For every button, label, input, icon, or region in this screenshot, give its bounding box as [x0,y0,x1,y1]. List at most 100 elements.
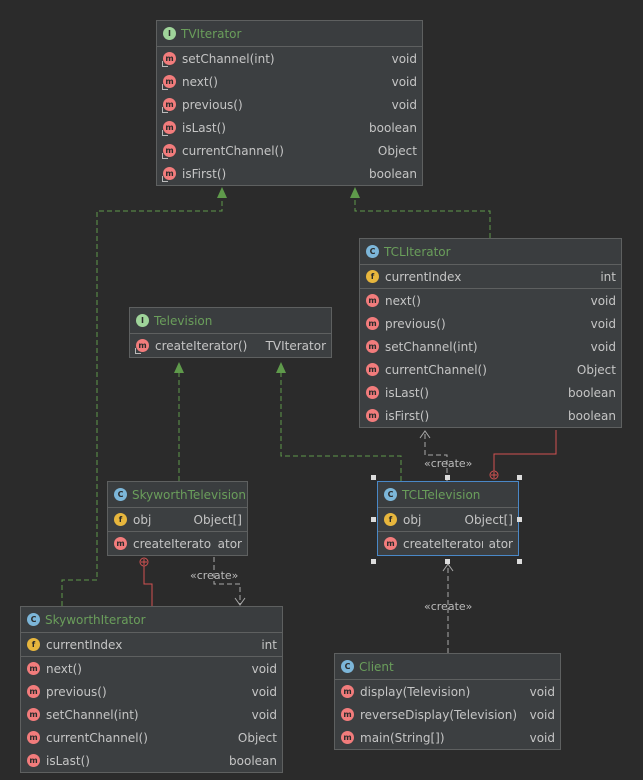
member-name: isLast() [182,120,226,135]
method-icon: m [341,731,354,744]
member-name: next() [385,293,421,308]
selection-handle[interactable] [371,559,376,564]
selection-handle[interactable] [517,559,522,564]
member-type: Object [576,362,616,377]
method-icon: m [384,537,397,550]
member-name: setChannel(int) [182,51,275,66]
class-icon: C [27,613,40,626]
member-type: ator [488,536,513,551]
class-icon: C [366,245,379,258]
create-label-tcl: «create» [424,457,473,470]
abstract-method-icon: m [162,52,176,67]
method-icon: m [366,340,379,353]
method-icon: m [341,685,354,698]
member-row[interactable]: m currentChannel() Object [360,358,621,381]
member-type: void [251,684,277,699]
member-name: reverseDisplay(Television) [360,707,518,722]
class-header[interactable]: C TCLIterator [360,239,621,265]
member-name: isLast() [46,753,90,768]
selection-handle[interactable] [445,559,450,564]
member-name: setChannel(int) [46,707,139,722]
member-name: isLast() [385,385,429,400]
class-title: SkyworthIterator [45,612,146,627]
method-icon: m [27,708,40,721]
method-icon: m [27,662,40,675]
edge-tcltelevision-inner-tcliterator [493,430,557,475]
selection-handle[interactable] [445,475,450,480]
member-type: void [391,97,417,112]
class-title: TCLIterator [384,244,451,259]
abstract-method-icon: m [162,167,176,182]
abstract-method-icon: m [162,144,176,159]
method-icon: m [366,363,379,376]
member-name: currentChannel() [46,730,148,745]
member-type: int [261,637,277,652]
method-icon: m [341,708,354,721]
method-icon: m [366,386,379,399]
create-label-client: «create» [424,600,473,613]
edge-tcliterator-implements-tviterator [354,198,491,238]
method-icon: m [114,537,127,550]
member-type: Object[] [193,512,242,527]
member-name: isFirst() [385,408,430,423]
interface-icon: I [163,27,176,40]
member-type: boolean [369,120,417,135]
member-name: currentChannel() [182,143,284,158]
member-name: currentChannel() [385,362,487,377]
member-row[interactable]: m setChannel(int) void [21,703,282,726]
selection-handle[interactable] [371,517,376,522]
class-header[interactable]: C SkyworthIterator [21,607,282,633]
selection-handle[interactable] [517,517,522,522]
selection-handle[interactable] [371,475,376,480]
member-name: previous() [46,684,107,699]
class-header[interactable]: I TVIterator [157,21,422,47]
arrowhead-television-right [276,362,286,373]
class-title: TVIterator [181,26,242,41]
member-type: void [529,684,555,699]
field-icon: f [114,513,127,526]
method-icon: m [27,731,40,744]
class-title: Client [359,659,394,674]
selection-handle[interactable] [517,475,522,480]
class-title: SkyworthTelevision [132,487,246,502]
member-type: void [251,707,277,722]
